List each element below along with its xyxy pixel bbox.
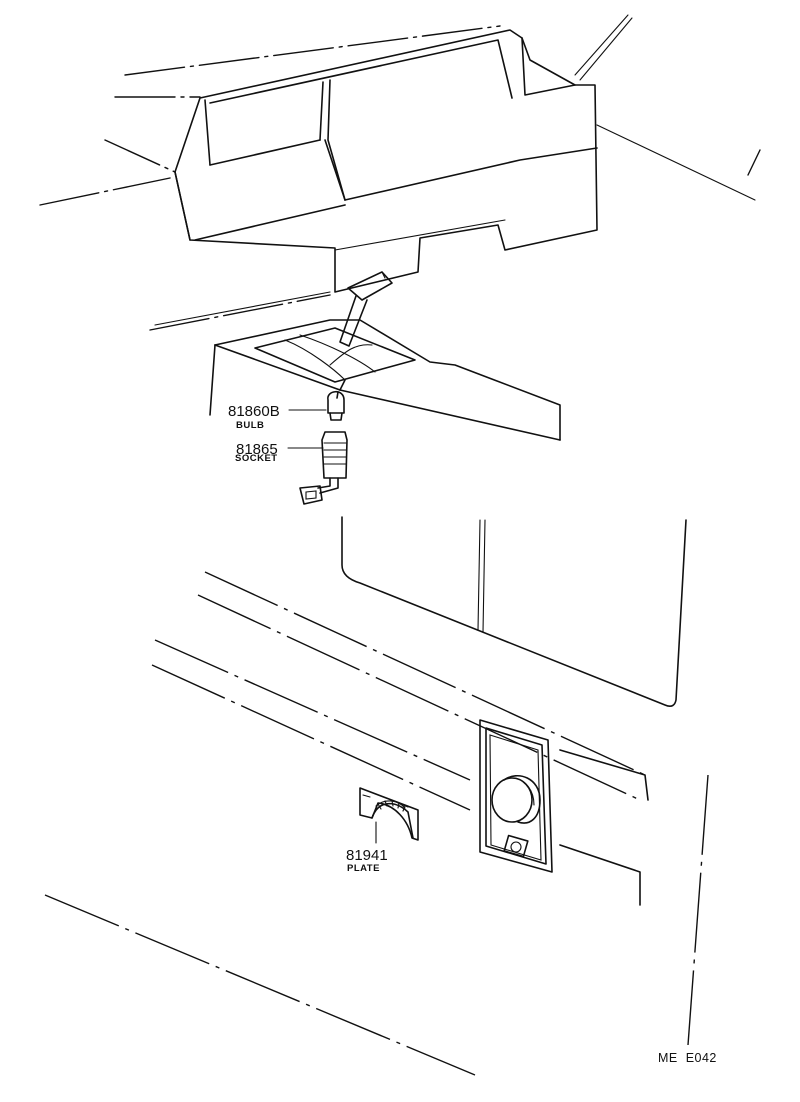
diagram-code: ME E042 bbox=[658, 1051, 717, 1065]
heater-control-panel bbox=[479, 719, 553, 873]
socket-icon bbox=[299, 431, 348, 505]
bulb-icon bbox=[327, 390, 345, 414]
control-plate bbox=[359, 787, 419, 841]
control-knob-icon bbox=[491, 775, 541, 824]
callout-plate: 81941 PLATE bbox=[346, 847, 388, 874]
bulb-socket-assembly bbox=[299, 390, 348, 505]
center-console bbox=[209, 271, 561, 441]
part-number-bulb: 81860B bbox=[228, 403, 280, 420]
lower-panel bbox=[44, 516, 709, 1076]
part-name-bulb: BULB bbox=[236, 420, 264, 431]
callout-socket: 81865 SOCKET bbox=[235, 441, 278, 464]
part-name-socket: SOCKET bbox=[235, 453, 278, 464]
callout-bulb: 81860B BULB bbox=[228, 403, 280, 431]
dashboard-outline bbox=[39, 14, 761, 331]
part-number-socket: 81865 bbox=[236, 441, 278, 458]
part-number-plate: 81941 bbox=[346, 847, 388, 864]
part-name-plate: PLATE bbox=[347, 863, 380, 874]
